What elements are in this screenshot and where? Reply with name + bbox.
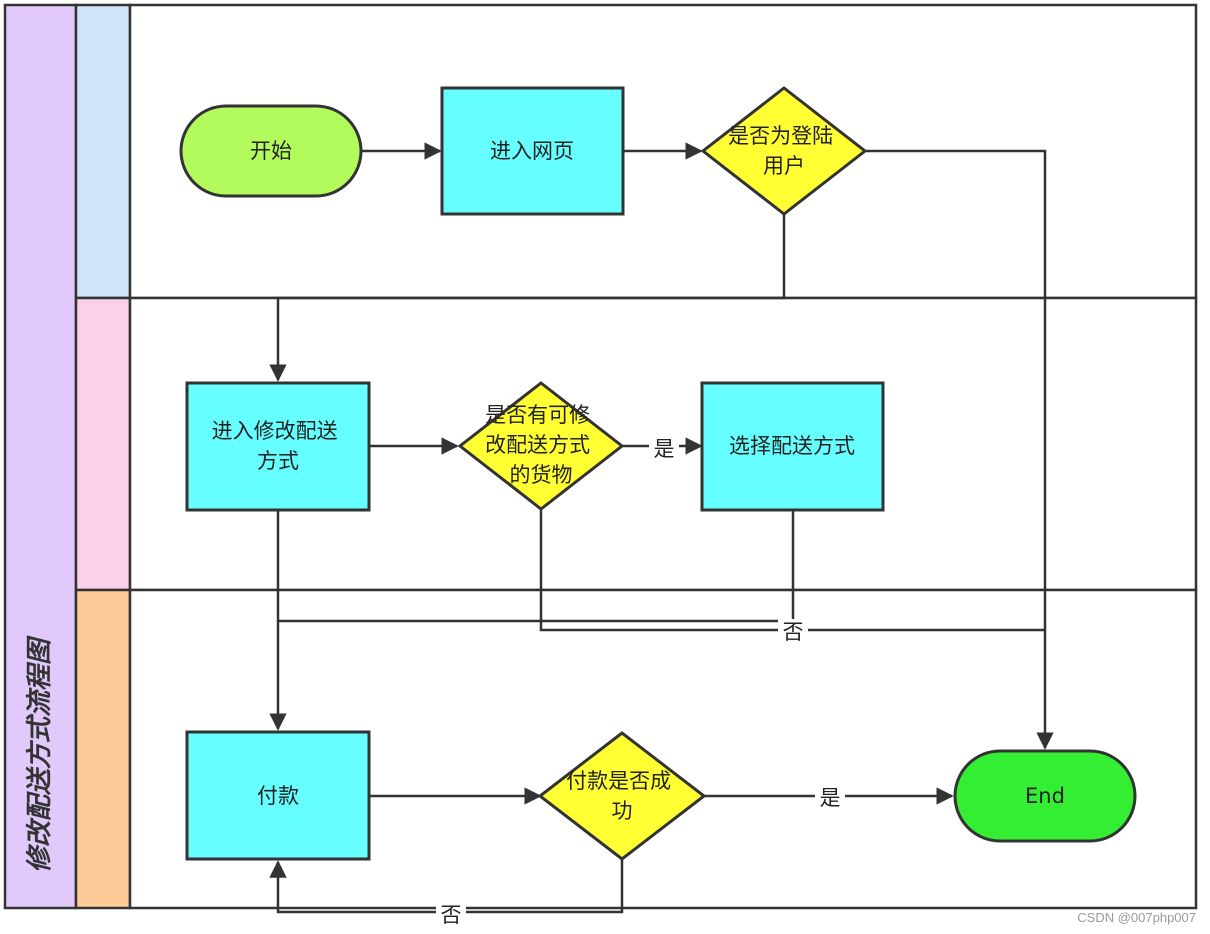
node-is-logged-in-label: 是否为登陆 用户: [728, 124, 840, 178]
edge-login-yes-to-modify: [269, 214, 786, 382]
edge-check-no-to-end: [539, 509, 1045, 632]
node-pay-label: 付款: [257, 784, 299, 808]
node-start: [179, 104, 363, 198]
node-pay-success: [537, 731, 707, 861]
node-end-label: End: [1025, 784, 1065, 808]
edge-label-check-no: 否: [783, 620, 804, 644]
node-end: [953, 749, 1137, 843]
edge-label-check-yes: 是: [654, 437, 675, 461]
node-enter-modify-label: 进入修改配送 方式: [212, 419, 345, 473]
lane-3-header: [74, 588, 132, 910]
node-is-logged-in: [700, 86, 868, 216]
lane-1-header: [74, 3, 132, 300]
node-choose-method-label: 选择配送方式: [729, 434, 855, 458]
node-pay: [185, 730, 371, 861]
watermark: CSDN @007php007: [1077, 910, 1196, 925]
node-has-goods-label: 是否有可修 改配送方式 的货物: [485, 403, 597, 487]
lane-2-header: [74, 296, 132, 592]
edge-label-pay-yes: 是: [820, 786, 841, 810]
node-has-goods: [457, 381, 625, 511]
node-choose-method: [700, 381, 885, 512]
edge-login-no-to-end: [865, 149, 1054, 750]
node-enter-web-label: 进入网页: [490, 139, 574, 163]
node-start-label: 开始: [250, 139, 292, 163]
diagram-title: 修改配送方式流程图: [25, 635, 55, 873]
node-enter-web: [440, 86, 625, 216]
title-band: [3, 3, 78, 910]
node-pay-success-label: 付款是否成 功: [566, 769, 678, 823]
node-enter-modify: [185, 381, 371, 512]
edge-label-pay-no: 否: [441, 903, 462, 927]
